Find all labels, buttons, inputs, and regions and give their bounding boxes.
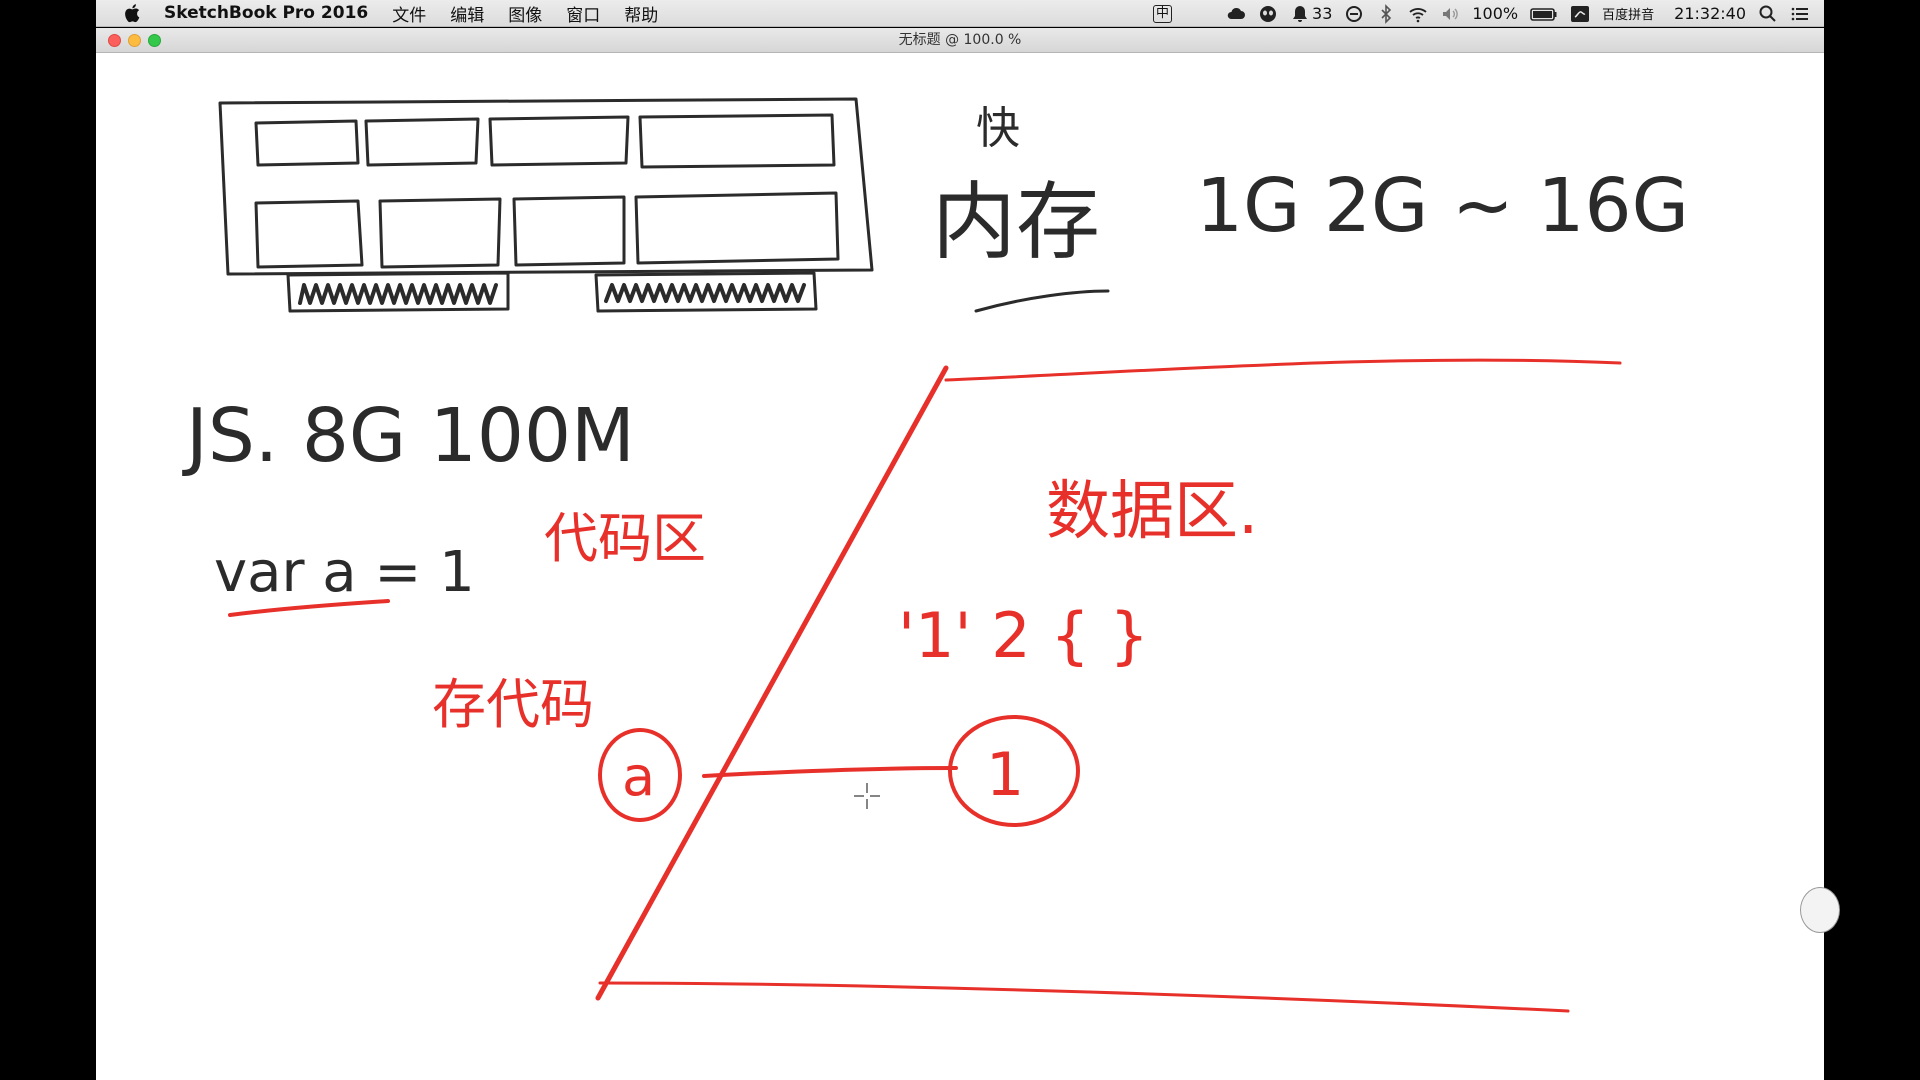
clock[interactable]: 21:32:40 xyxy=(1674,4,1746,23)
memory-underline xyxy=(974,289,1110,313)
label-var-declaration: var a = 1 xyxy=(214,540,475,605)
window-titlebar: 无标题 @ 100.0 % xyxy=(96,28,1824,53)
bell-icon[interactable] xyxy=(1290,4,1310,24)
spotlight-search-icon[interactable] xyxy=(1758,4,1778,24)
drawing-canvas[interactable]: 快 内存 1G 2G ~ 16G JS. 8G 100M var a = 1 代… xyxy=(96,53,1824,1080)
label-code-area: 代码区 xyxy=(544,507,706,570)
wifi-icon[interactable] xyxy=(1408,4,1428,24)
volume-icon[interactable] xyxy=(1440,4,1460,24)
menu-bar: SketchBook Pro 2016 文件 编辑 图像 窗口 帮助 中 33 … xyxy=(96,0,1824,27)
var-underline xyxy=(228,599,390,617)
menu-help[interactable]: 帮助 xyxy=(624,5,659,26)
window-title: 无标题 @ 100.0 % xyxy=(898,32,1022,48)
battery-icon[interactable] xyxy=(1530,4,1558,24)
label-js-limits: JS. 8G 100M xyxy=(182,393,635,479)
notification-center-icon[interactable] xyxy=(1790,4,1810,24)
ime-indicator[interactable]: 中 xyxy=(1153,4,1173,23)
value-circle xyxy=(948,715,1080,827)
menu-image[interactable]: 图像 xyxy=(508,5,543,26)
battery-percent: 100% xyxy=(1472,4,1519,23)
menu-file[interactable]: 文件 xyxy=(392,5,427,26)
menu-edit[interactable]: 编辑 xyxy=(450,5,485,26)
memory-module-drawing xyxy=(218,97,874,276)
close-button[interactable] xyxy=(108,34,121,47)
label-data-area: 数据区. xyxy=(1046,475,1258,549)
lagoon-ui-handle[interactable] xyxy=(1800,887,1840,933)
label-fast: 快 xyxy=(976,103,1020,154)
reference-line xyxy=(702,766,958,778)
memory-diagonal-line xyxy=(595,365,949,1001)
label-variable-a: a xyxy=(622,745,655,808)
menu-window[interactable]: 窗口 xyxy=(566,5,601,26)
cloud-icon[interactable] xyxy=(1226,4,1246,24)
label-memory: 内存 xyxy=(932,173,1100,271)
label-value-one: 1 xyxy=(986,740,1024,810)
input-method-label[interactable]: 百度拼音 xyxy=(1602,8,1655,23)
memory-chip-left xyxy=(286,271,510,313)
memory-top-line xyxy=(944,358,1622,382)
bluetooth-icon[interactable] xyxy=(1376,3,1396,24)
sketchbook-window: 无标题 @ 100.0 % xyxy=(96,28,1840,1080)
label-data-values: '1' 2 { } xyxy=(898,599,1149,672)
clock-sync-icon[interactable] xyxy=(1344,4,1364,24)
apple-icon[interactable] xyxy=(120,2,146,24)
zoom-button[interactable] xyxy=(148,34,161,47)
alien-icon[interactable] xyxy=(1258,4,1278,24)
sketch-layer: 快 内存 1G 2G ~ 16G JS. 8G 100M var a = 1 代… xyxy=(182,97,1689,1013)
baidu-du-icon[interactable] xyxy=(1570,4,1590,24)
status-area: 中 33 100% 百度拼音 21:32:40 xyxy=(1153,0,1810,27)
minimize-button[interactable] xyxy=(128,34,141,47)
crosshair-cursor-icon xyxy=(854,783,880,809)
menu-app-name[interactable]: SketchBook Pro 2016 xyxy=(164,3,369,23)
variable-circle xyxy=(598,728,682,822)
label-memory-sizes: 1G 2G ~ 16G xyxy=(1196,163,1689,249)
label-store-code: 存代码 xyxy=(432,673,594,736)
memory-bottom-line xyxy=(598,981,1570,1013)
notification-count: 33 xyxy=(1312,4,1333,23)
memory-chip-right xyxy=(594,271,818,313)
